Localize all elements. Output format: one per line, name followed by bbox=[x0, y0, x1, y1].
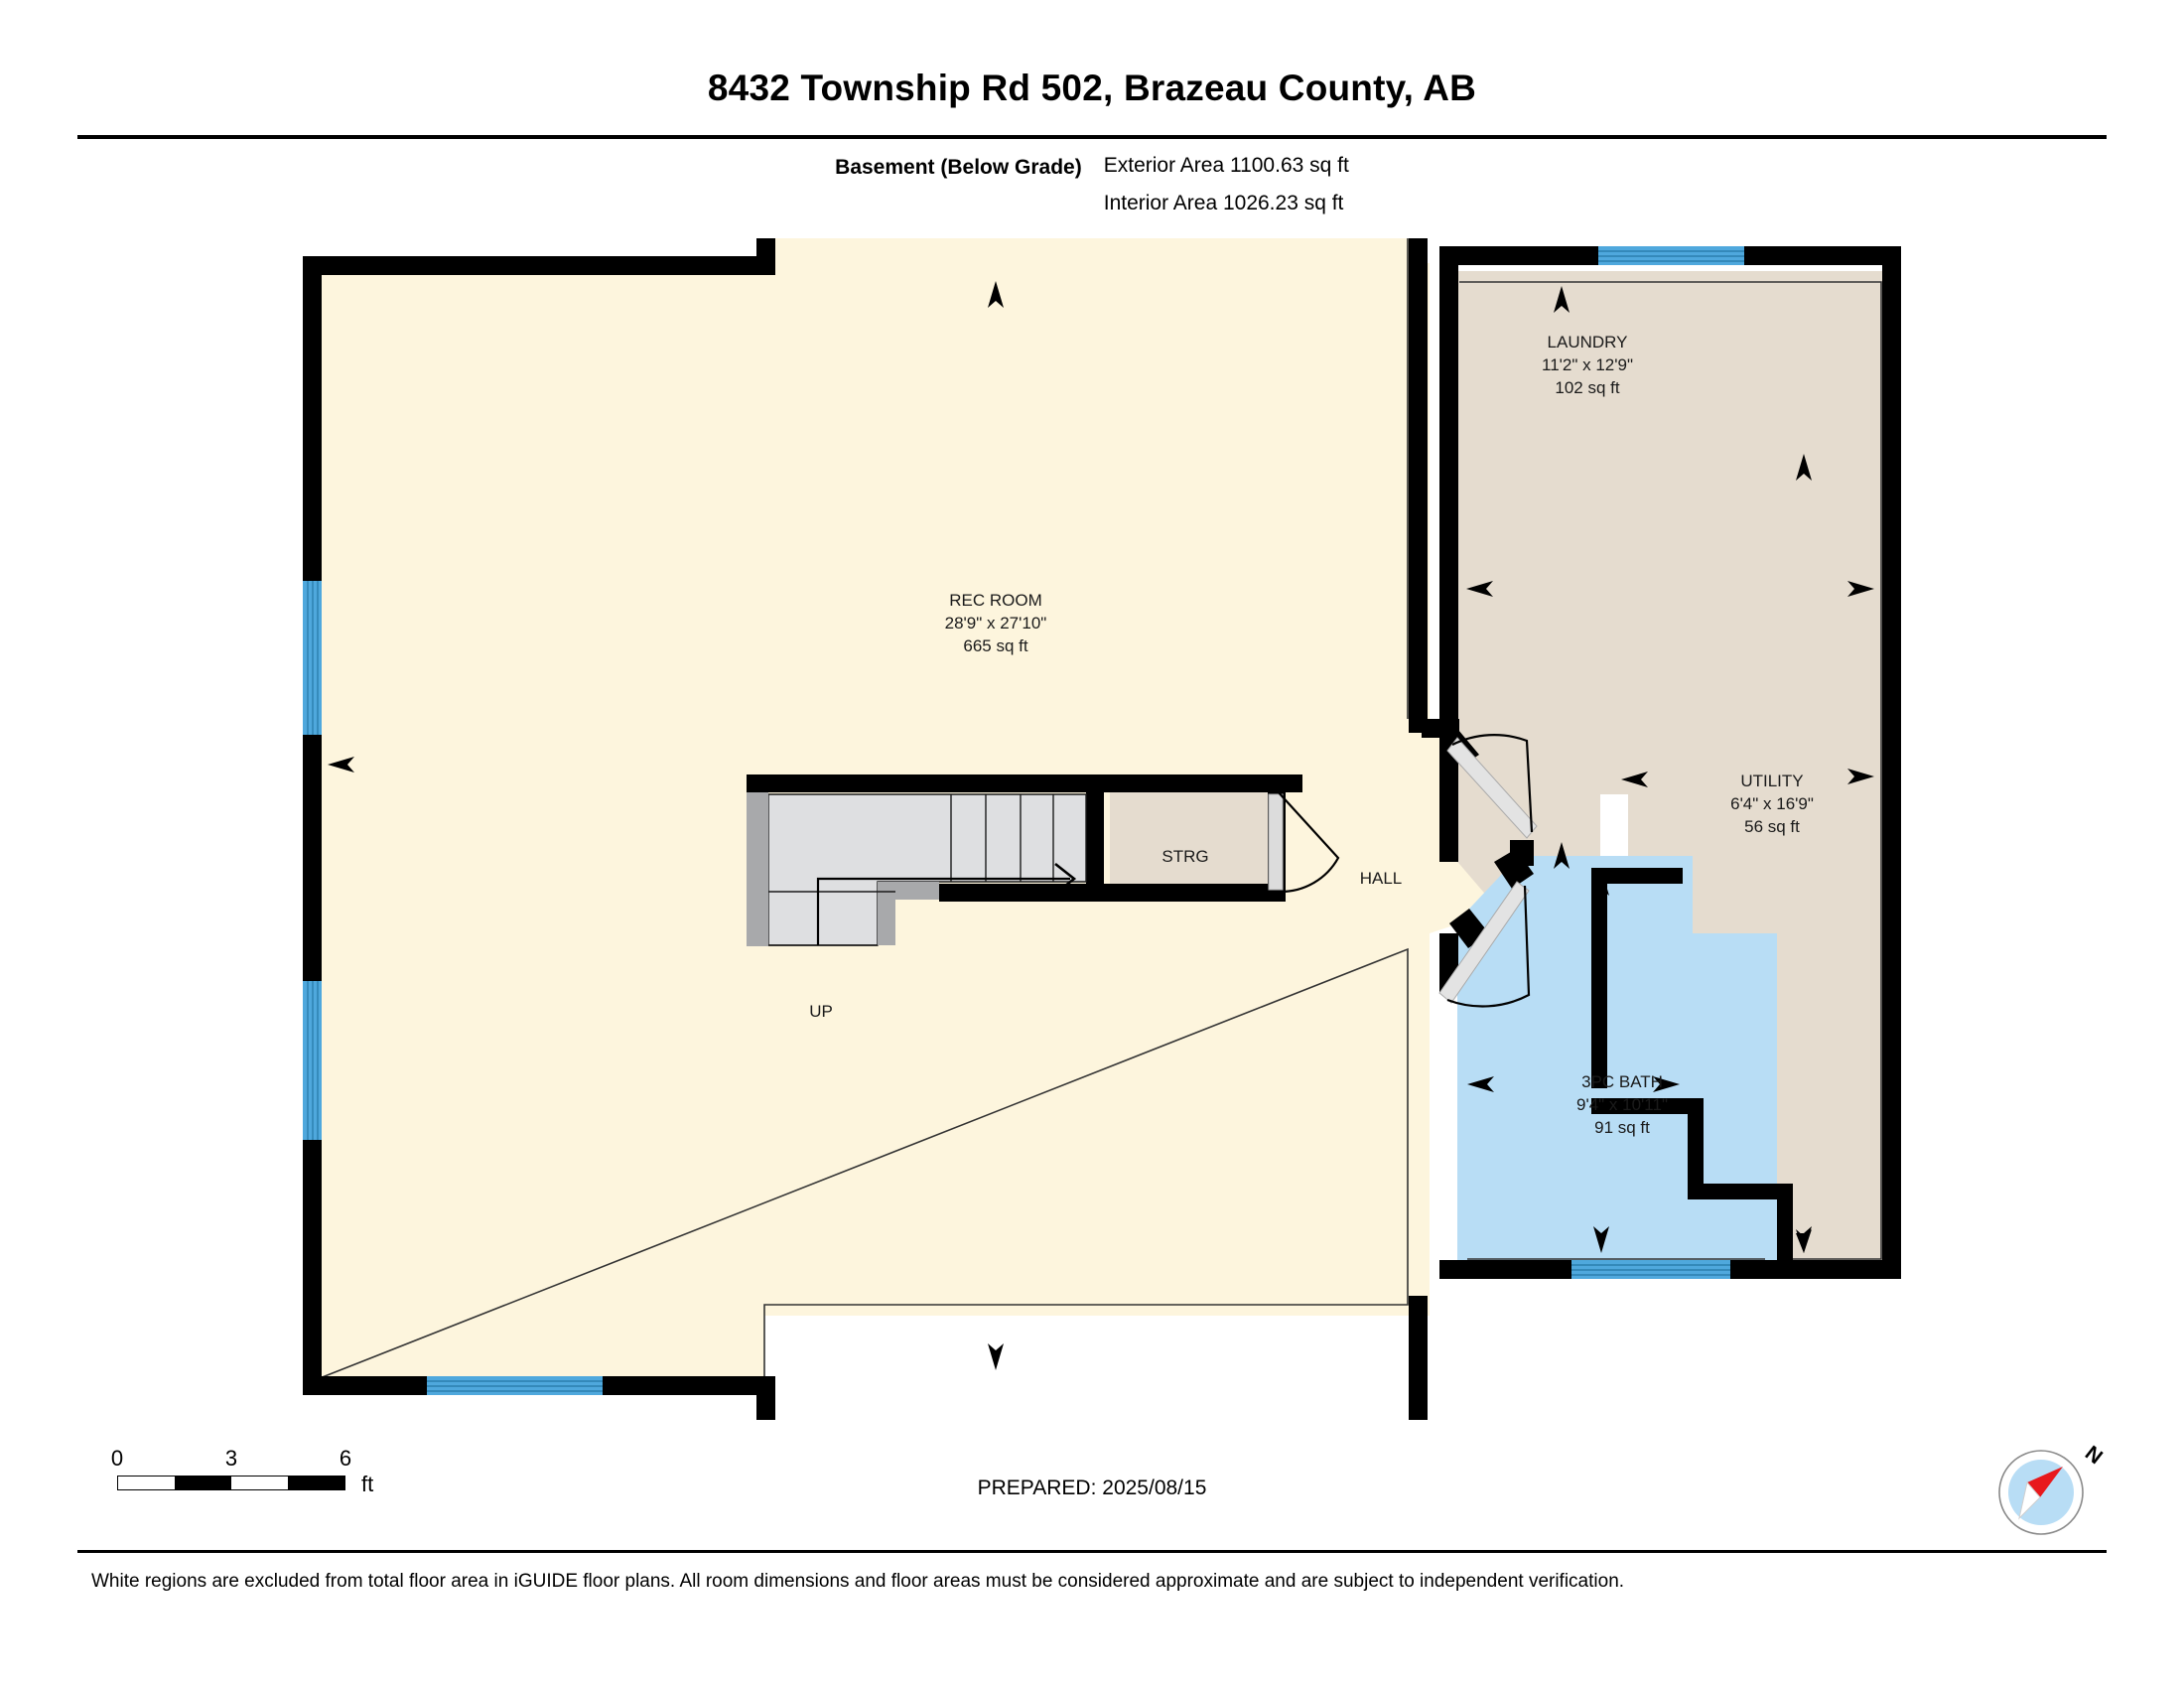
prepared-date: PREPARED: 2025/08/15 bbox=[977, 1477, 1207, 1499]
stairs-up-label: UP bbox=[809, 1002, 833, 1021]
scale-segment-1 bbox=[118, 1477, 175, 1489]
room-label-utility: UTILITY 6'4" x 16'9" 56 sq ft bbox=[1730, 772, 1814, 836]
bath-dimensions: 9'4" x 10'11" bbox=[1576, 1095, 1668, 1114]
scale-tick-labels: 0 3 6 bbox=[111, 1446, 355, 1472]
laundry-name: LAUNDRY bbox=[1548, 333, 1628, 352]
scale-bar: 0 3 6 ft bbox=[111, 1446, 373, 1496]
page-title: 8432 Township Rd 502, Brazeau County, AB bbox=[707, 68, 1477, 108]
utility-dimensions: 6'4" x 16'9" bbox=[1730, 794, 1814, 813]
interior-walls bbox=[747, 774, 1793, 1273]
windows bbox=[303, 246, 1744, 1395]
dimension-arrows bbox=[328, 281, 1874, 1370]
utility-name: UTILITY bbox=[1740, 772, 1803, 790]
compass-needle-south bbox=[2018, 1480, 2041, 1520]
floor-plan-drawing: REC ROOM 28'9" x 27'10" 665 sq ft LAUNDR… bbox=[0, 238, 2184, 1420]
compass-icon: N bbox=[1998, 1442, 2107, 1535]
rec-room-dimensions: 28'9" x 27'10" bbox=[945, 614, 1047, 633]
rec-room-name: REC ROOM bbox=[949, 591, 1042, 610]
window-bottom-left bbox=[427, 1376, 603, 1395]
window-bath-bottom bbox=[1571, 1260, 1730, 1279]
scale-unit-label: ft bbox=[361, 1472, 374, 1496]
floor-summary: Basement (Below Grade) Exterior Area 110… bbox=[0, 154, 2184, 215]
room-fill-storage bbox=[1110, 790, 1272, 900]
scale-segment-4 bbox=[288, 1477, 344, 1489]
laundry-area: 102 sq ft bbox=[1555, 378, 1619, 397]
door-laundry bbox=[1446, 734, 1538, 839]
rec-room-area: 665 sq ft bbox=[963, 636, 1027, 655]
door-storage bbox=[1268, 789, 1340, 894]
scale-tick-3: 3 bbox=[224, 1446, 238, 1471]
room-label-bath: 3PC BATH 9'4" x 10'11" 91 sq ft bbox=[1576, 1072, 1668, 1137]
laundry-dimensions: 11'2" x 12'9" bbox=[1542, 355, 1633, 374]
disclaimer-text: White regions are excluded from total fl… bbox=[91, 1571, 1625, 1592]
compass-needle-north bbox=[2027, 1467, 2063, 1497]
scale-segment-3 bbox=[231, 1477, 288, 1489]
window-left-upper bbox=[303, 581, 322, 735]
scale-tick-6: 6 bbox=[339, 1446, 352, 1471]
interior-area-text: Interior Area 1026.23 sq ft bbox=[1103, 192, 1344, 214]
staircase bbox=[747, 792, 1087, 946]
room-label-laundry: LAUNDRY 11'2" x 12'9" 102 sq ft bbox=[1542, 333, 1633, 397]
header-divider bbox=[77, 135, 2107, 139]
compass-rose: N bbox=[1983, 1420, 2113, 1549]
exterior-area-text: Exterior Area 1100.63 sq ft bbox=[1103, 154, 1349, 177]
scale-tick-0: 0 bbox=[110, 1446, 124, 1471]
bath-name: 3PC BATH bbox=[1581, 1072, 1663, 1091]
utility-area: 56 sq ft bbox=[1744, 817, 1800, 836]
scale-bar-segments bbox=[117, 1476, 345, 1490]
window-left-lower bbox=[303, 981, 322, 1140]
window-laundry-top bbox=[1598, 246, 1744, 265]
compass-north-label: N bbox=[2081, 1442, 2107, 1469]
floor-plan-svg: REC ROOM 28'9" x 27'10" 665 sq ft LAUNDR… bbox=[303, 238, 1901, 1420]
scale-segment-2 bbox=[175, 1477, 231, 1489]
bath-area: 91 sq ft bbox=[1594, 1118, 1650, 1137]
footer-divider bbox=[77, 1550, 2107, 1553]
storage-label: STRG bbox=[1161, 847, 1208, 866]
floor-level-label: Basement (Below Grade) bbox=[835, 156, 1082, 179]
room-label-rec-room: REC ROOM 28'9" x 27'10" 665 sq ft bbox=[945, 591, 1047, 655]
door-bath bbox=[1438, 881, 1531, 1008]
hall-label: HALL bbox=[1360, 869, 1403, 888]
